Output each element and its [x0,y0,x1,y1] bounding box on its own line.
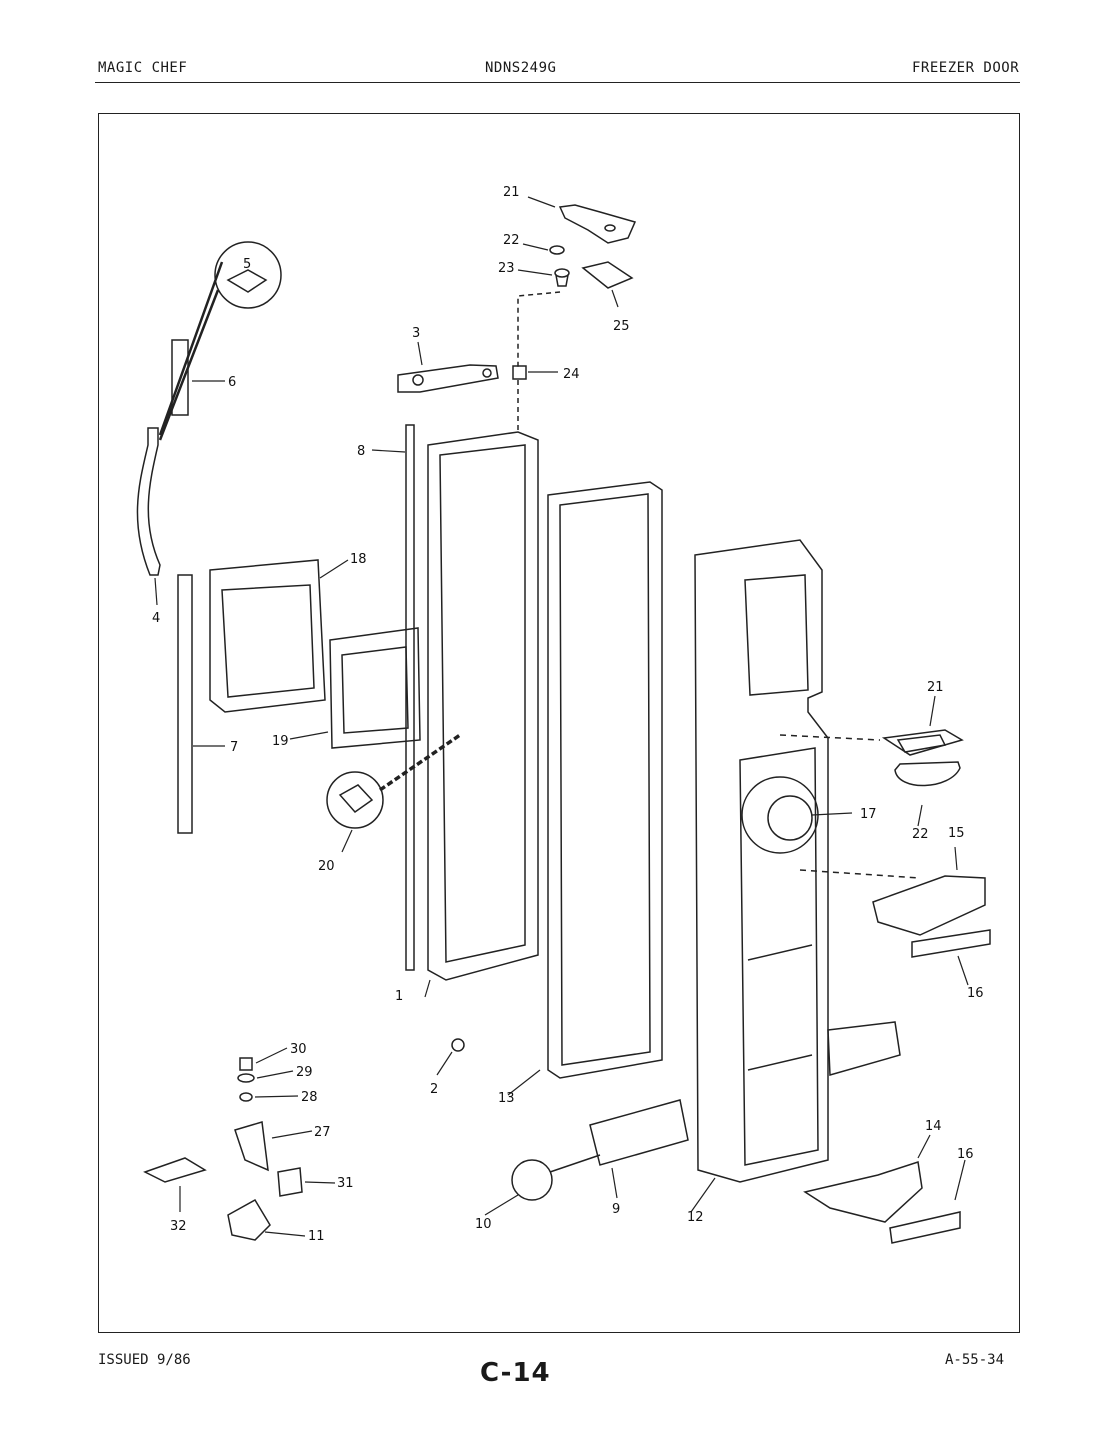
part-spring [237,1073,255,1083]
part-door-rod [405,424,415,971]
part-bottom-trim [589,1099,689,1166]
callout-17: 17 [860,807,877,822]
callout-22: 22 [912,827,929,842]
callout-33: 32 [170,1219,187,1234]
callout-7: 7 [230,740,238,755]
callout-2: 2 [430,1082,438,1097]
callout-8: 8 [357,444,365,459]
callout-14: 14 [925,1119,942,1134]
callout-21: 21 [927,680,944,695]
callout-10: 10 [475,1217,492,1232]
part-door-liner [694,539,829,1183]
part-hinge-cover [227,1198,271,1241]
callout-23: 21 [503,185,520,200]
part-actuator-lever [881,729,964,756]
callout-12: 12 [687,1210,704,1225]
part-hinge-bracket [234,1121,269,1172]
dashed-guide [799,869,921,879]
page-number: C-14 [480,1358,551,1388]
detail-screw-callout [511,1159,553,1201]
callout-11: 11 [308,1229,325,1244]
part-handle-trim [397,364,499,393]
section-title: FREEZER DOOR [912,60,1020,76]
part-cam [239,1092,253,1102]
callout-24: 22 [503,233,520,248]
part-shelf-rail [827,1021,901,1076]
issue-date: ISSUED 9/86 [98,1352,191,1368]
callout-4: 4 [152,611,160,626]
part-shelf-trim-upper [911,929,991,958]
brand-name: MAGIC CHEF [98,60,188,76]
reference-code: A-55-34 [945,1352,1005,1368]
part-hinge-pin-bushing [512,365,527,380]
callout-31: 30 [290,1042,307,1057]
part-top-hinge [558,204,637,244]
part-dispenser-opening [741,776,819,854]
dashed-guide [779,734,881,741]
part-nut [226,269,268,293]
callout-28: 27 [314,1125,331,1140]
detail-leader [549,1154,601,1173]
dashed-guide [517,291,561,370]
callout-30: 29 [296,1065,313,1080]
callout-32: 31 [337,1176,354,1191]
callout-3: 3 [412,326,420,341]
part-trim-strip-upper [171,339,189,416]
part-dispenser-housing [209,559,326,713]
part-door-shelf-bin-upper [872,875,986,936]
detail-nut-callout [214,241,282,309]
part-dispenser-frame [329,627,421,749]
detail-leader [158,261,224,441]
part-clip [338,784,374,814]
part-trim-strip-lower [177,574,193,834]
callout-16-upper: 16 [967,986,984,1001]
callout-6: 6 [228,375,236,390]
part-door-gasket [547,481,663,1079]
part-shelf-trim-lower [889,1211,961,1244]
part-bracket [277,1167,303,1197]
detail-clip-callout [326,771,384,829]
part-bottom-hinge [143,1157,207,1183]
callout-27: 25 [613,319,630,334]
part-drip-tray [894,761,961,787]
callout-29: 28 [301,1090,318,1105]
part-outer-door-panel [427,431,539,981]
detail-leader [379,733,461,792]
callout-13: 13 [498,1091,515,1106]
part-washer [549,245,565,255]
part-door-shelf-bin-lower [803,1161,923,1223]
callout-5: 5 [243,257,251,272]
callout-26: 24 [563,367,580,382]
callout-18: 18 [350,552,367,567]
callout-20: 20 [318,859,335,874]
callout-19: 19 [272,734,289,749]
part-plug [451,1038,465,1052]
callout-16-lower: 16 [957,1147,974,1162]
part-dispenser-button [767,795,813,841]
diagram-frame [98,113,1020,1333]
header-rule [95,82,1020,83]
part-hinge-plate [581,261,634,289]
leader-lines [154,196,969,1237]
part-stop-pin [239,1057,253,1071]
callout-9: 9 [612,1202,620,1217]
part-bushing [554,268,570,287]
callout-1: 1 [395,989,403,1004]
callout-15: 15 [948,826,965,841]
model-number: NDNS249G [485,60,557,76]
callout-25: 23 [498,261,515,276]
part-handle [136,427,161,576]
